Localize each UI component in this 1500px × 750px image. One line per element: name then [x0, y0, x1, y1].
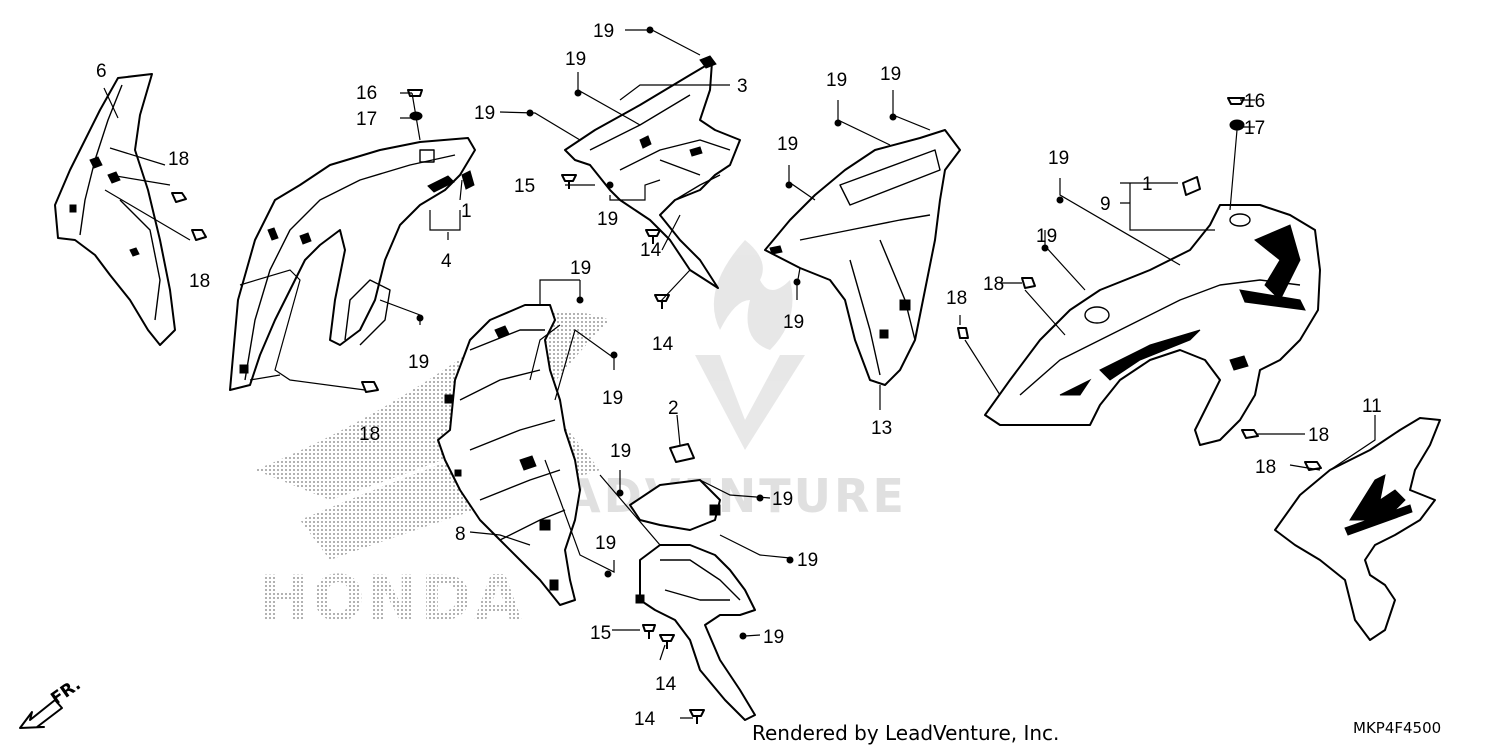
part-4-inner-fairing [229, 137, 476, 391]
callout-19: 19 [597, 209, 618, 230]
part-13-center-panel [764, 129, 961, 386]
callout-14: 14 [634, 709, 656, 730]
callout-19: 19 [570, 258, 591, 279]
fastener-18-a [171, 192, 207, 241]
callout-19: 19 [602, 388, 623, 409]
callout-16: 16 [1244, 91, 1265, 112]
footer-credit: Rendered by LeadVenture, Inc. [752, 721, 1059, 745]
part-9-right-cover [984, 204, 1321, 446]
callout-labels: 6 18 18 16 17 1 4 19 18 19 19 3 19 15 19… [96, 21, 1382, 730]
callout-13: 13 [871, 418, 892, 439]
fastener-18-c [1021, 277, 1036, 289]
callout-19: 19 [593, 21, 614, 42]
flame-v-logo-icon [695, 240, 805, 450]
callout-11: 11 [1362, 396, 1382, 417]
callout-19: 19 [826, 70, 847, 91]
part-8-lower-inner-panel [437, 304, 581, 606]
callout-19: 19 [777, 134, 798, 155]
fastener-18-b [361, 381, 379, 393]
callout-18: 18 [946, 288, 967, 309]
callout-19: 19 [408, 352, 429, 373]
callout-14: 14 [655, 674, 677, 695]
callout-9: 9 [1100, 194, 1111, 215]
callout-16: 16 [356, 83, 377, 104]
callout-19: 19 [595, 533, 616, 554]
callout-19: 19 [880, 64, 901, 85]
callout-19: 19 [565, 49, 586, 70]
screw-16-a [407, 89, 423, 97]
callout-4: 4 [441, 251, 452, 272]
arrow-down-left-icon: FR. [19, 675, 85, 729]
callout-19: 19 [763, 627, 784, 648]
callout-19: 19 [1048, 148, 1069, 169]
callout-19: 19 [797, 550, 818, 571]
honda-watermark-text: HONDA [258, 562, 524, 635]
callout-18: 18 [168, 149, 189, 170]
callout-19: 19 [783, 312, 804, 333]
callout-14: 14 [640, 240, 662, 261]
callout-15: 15 [514, 176, 535, 197]
part-11-side-cover [1274, 417, 1441, 641]
part-2-lower-bracket [629, 443, 756, 721]
callout-18: 18 [1255, 457, 1276, 478]
callout-17: 17 [356, 109, 377, 130]
part-1-emblem-b [1182, 176, 1201, 196]
callout-14: 14 [652, 334, 674, 355]
callout-1: 1 [1142, 174, 1153, 195]
fastener-18-e [1241, 429, 1259, 439]
callout-18: 18 [983, 274, 1004, 295]
bolts-14-15 [561, 174, 705, 724]
callout-3: 3 [737, 76, 748, 97]
callout-8: 8 [455, 524, 466, 545]
callout-1: 1 [461, 201, 472, 222]
callout-6: 6 [96, 61, 107, 82]
part-6-side-cover [54, 73, 176, 346]
callout-19: 19 [772, 489, 793, 510]
callout-2: 2 [668, 398, 679, 419]
callout-18: 18 [1308, 425, 1329, 446]
washer-17-b [1229, 119, 1245, 131]
callout-15: 15 [590, 623, 611, 644]
callout-18: 18 [359, 424, 380, 445]
diagram-code: MKP4F4500 [1353, 719, 1441, 737]
callout-19: 19 [1036, 226, 1057, 247]
fastener-18-d [957, 327, 969, 339]
leader-lines [103, 29, 1376, 719]
callout-18: 18 [189, 271, 210, 292]
callout-19: 19 [474, 103, 495, 124]
screw-16-b [1227, 97, 1245, 105]
callout-19: 19 [610, 441, 631, 462]
callout-17: 17 [1244, 118, 1265, 139]
